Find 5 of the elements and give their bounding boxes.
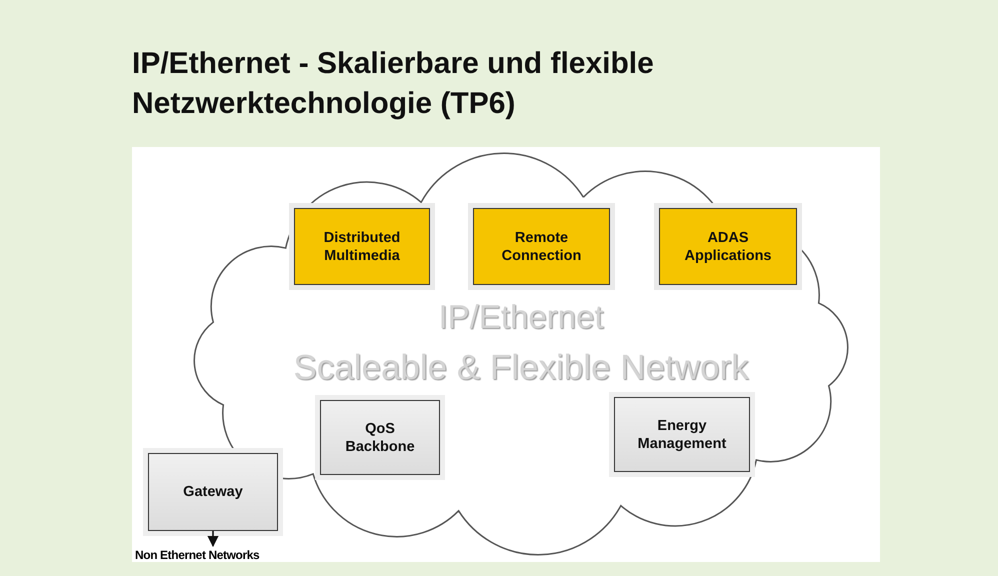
cloud-text: IP/Ethernet	[438, 298, 604, 336]
title: IP/Ethernet - Skalierbare und flexible Netzwerktechnologie (TP6)	[132, 46, 655, 122]
arrow	[207, 531, 219, 548]
cloud-text: Scaleable & Flexible Network	[293, 348, 749, 388]
note-text: Non Ethernet Networks	[135, 548, 260, 562]
